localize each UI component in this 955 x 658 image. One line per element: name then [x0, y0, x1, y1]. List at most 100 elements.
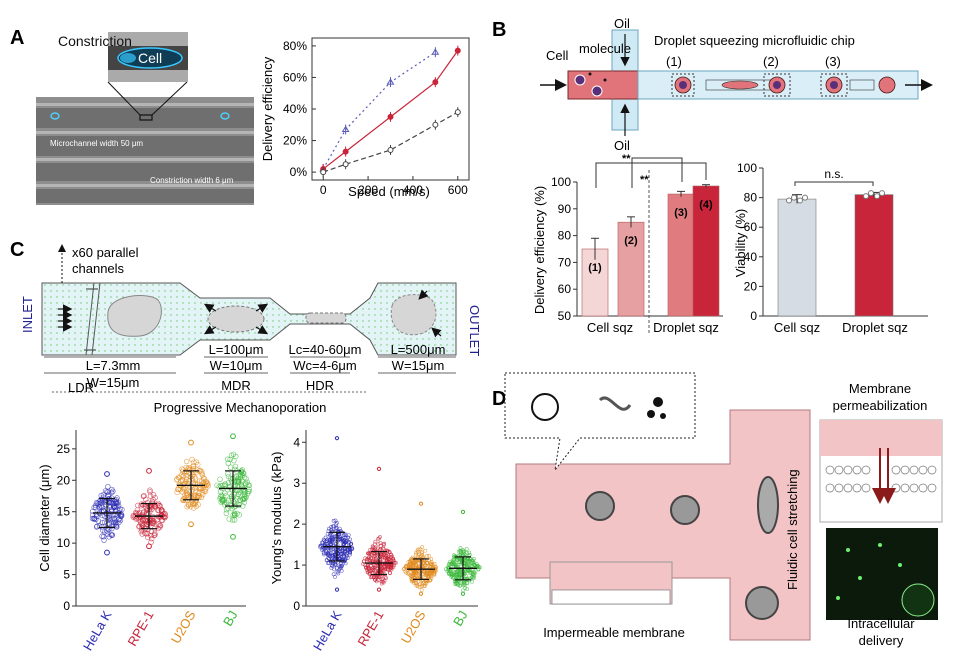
chartC1-point [231, 499, 237, 505]
chartC2-point [428, 562, 433, 567]
chartC1-point [109, 486, 115, 493]
chart-a-point [454, 47, 461, 54]
chartC2-point [345, 556, 350, 560]
chartC1-point [142, 517, 148, 523]
chartC1-point [236, 477, 242, 483]
chartC2-point [334, 587, 340, 592]
chartC1-point [187, 501, 194, 507]
chartC2-point [464, 569, 469, 574]
seg2-name: MDR [221, 378, 251, 393]
chartC2-point [452, 553, 456, 558]
chartC1-point [136, 524, 142, 530]
chartC1-point [195, 502, 201, 508]
chartC1-point [110, 519, 117, 525]
chip-title: Droplet squeezing microfluidic chip [654, 33, 855, 48]
chartC2-point [473, 570, 477, 575]
chartC2-point [341, 539, 346, 544]
chartC2-point [381, 547, 386, 551]
chartC2-point [373, 539, 378, 544]
chartC2-point [458, 546, 463, 550]
chartC1-point [147, 487, 153, 493]
chartC1-point [183, 468, 190, 475]
chartC1-point [200, 491, 206, 498]
chartC1-point [147, 489, 153, 495]
chart-a-ytick-label: 40% [283, 102, 307, 116]
chartC2-point [464, 547, 469, 551]
chart-a-point [431, 48, 440, 55]
chartC2-point [388, 565, 393, 569]
chartC2-point [421, 581, 426, 585]
chartC1-point [94, 523, 100, 529]
chartC1-point [181, 486, 187, 492]
chartC1-point [96, 504, 103, 510]
chartC2-point [379, 577, 384, 582]
microchannel-label: Microchannel width 50 μm [50, 139, 143, 148]
chartC1-point [232, 466, 238, 473]
chartC2-point [372, 557, 377, 562]
chart-b2-ytick-label: 100 [737, 161, 757, 175]
chartC2-point [334, 527, 338, 532]
chartC2-point [334, 556, 339, 561]
chartC1-point [233, 453, 239, 460]
via-cat-cell-sqz: Cell sqz [774, 320, 820, 335]
chartC2-point [414, 583, 419, 588]
chartC2-point [471, 556, 476, 561]
chartC2-point [411, 562, 416, 567]
chartC1-point [108, 523, 114, 529]
chartC2-point [416, 579, 421, 584]
chart-c2-dots [318, 436, 482, 596]
chartC1-point [110, 504, 117, 510]
chart-b2-bar [777, 198, 817, 317]
chartC2-point [376, 587, 382, 592]
chart-b1-ytick-label: 100 [551, 175, 571, 189]
chartC1-point [152, 495, 158, 501]
seg4-length: L=500μm [391, 342, 446, 357]
chartC1-point [99, 519, 106, 526]
chart-a-point [341, 125, 350, 133]
chartC2-point [369, 575, 374, 579]
oil-bottom-label: Oil [614, 138, 630, 153]
chartC2-point [425, 553, 429, 558]
chart-b1-sig-brackets: ** ** [595, 153, 707, 188]
chartC1-point [160, 511, 167, 517]
chartC1-point [145, 534, 151, 541]
chartC1-point [139, 527, 145, 533]
chart-b1-bar [692, 185, 720, 317]
chart-a-xtick-label: 400 [403, 183, 423, 197]
chartC1-point [186, 478, 192, 484]
chartC1-point [239, 478, 245, 485]
chart-a-point [386, 78, 395, 85]
chartC1-point [193, 488, 199, 495]
chartC2-point [461, 551, 466, 556]
chartC1-xlabel: U2OS [168, 608, 199, 646]
chartC1-point [188, 521, 194, 528]
chartC2-point [370, 566, 375, 571]
chartC2-point [339, 565, 343, 570]
seg3-name: HDR [306, 378, 334, 393]
chartC1-point [223, 507, 230, 513]
chartC1-point [157, 514, 164, 520]
chartC1-point [108, 489, 115, 496]
chartC2-point [381, 580, 386, 585]
chartC1-point [108, 531, 114, 538]
intracellular-line1: Intracellular [847, 616, 915, 631]
seg1-length: L=7.3mm [86, 358, 141, 373]
chartC1-point [241, 492, 248, 498]
chartC1-point [223, 510, 230, 517]
chartC1-point [217, 495, 223, 502]
chart-a-xtick-label: 200 [358, 183, 378, 197]
chartC2-point [334, 436, 340, 441]
chartC1-point [196, 493, 202, 499]
membrane-perm-line2: permeabilization [833, 398, 928, 413]
chartC2-point [403, 565, 408, 569]
chartC2-point [387, 550, 392, 554]
chartC1-point [192, 492, 198, 498]
chartC1-point [108, 499, 114, 505]
